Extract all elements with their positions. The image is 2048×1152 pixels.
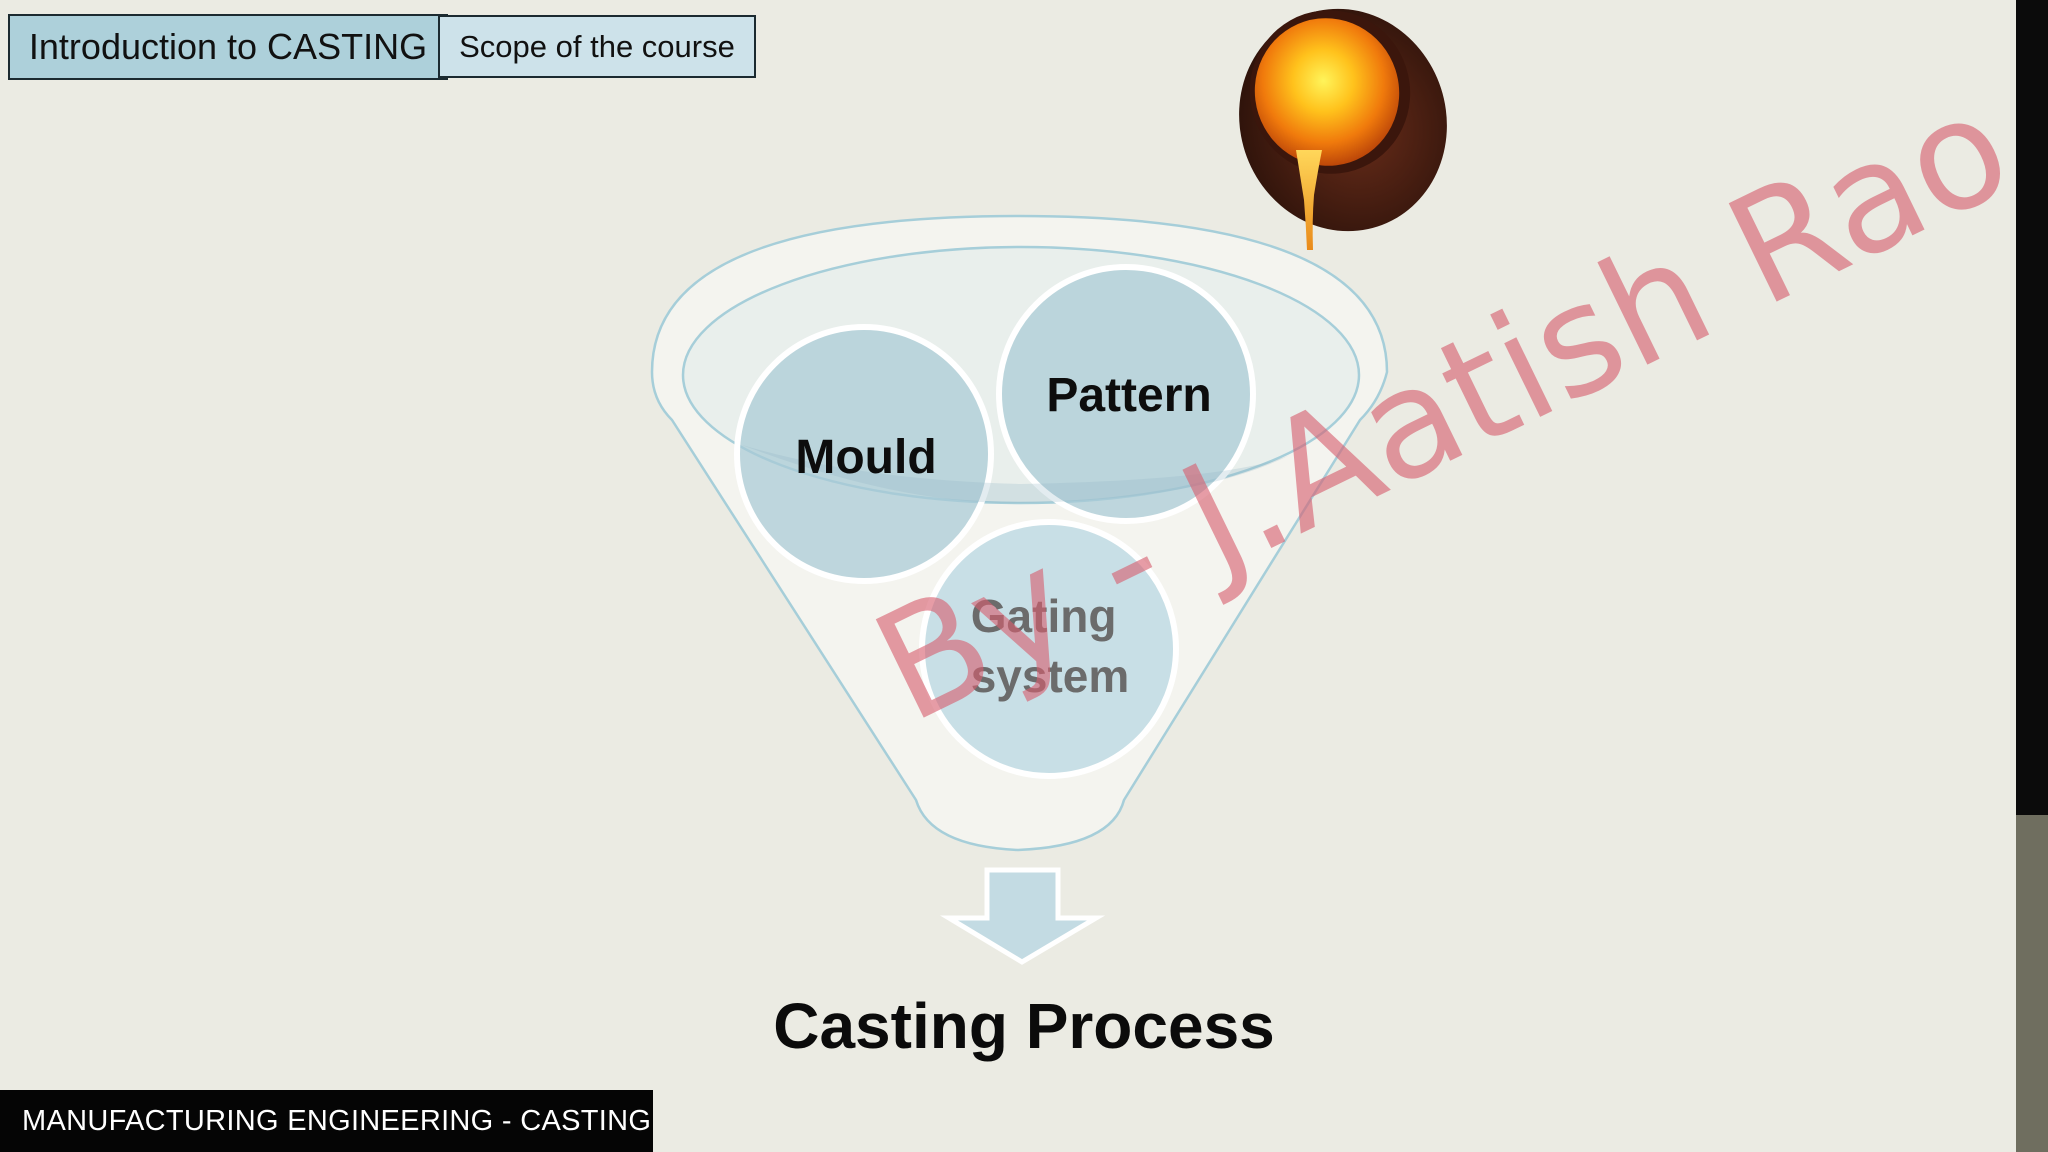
mould-circle: [734, 324, 994, 584]
mould-label: Mould: [795, 431, 936, 484]
pattern-circle: [996, 264, 1256, 524]
crucible-pouring-molten-metal-icon: [1239, 8, 1447, 250]
output-label: Casting Process: [773, 990, 1275, 1062]
pattern-label: Pattern: [1046, 369, 1211, 422]
breadcrumb-title-label: Introduction to CASTING: [28, 26, 428, 67]
gating-system-label-line-1: Gating: [971, 590, 1117, 642]
footer: MANUFACTURING ENGINEERING - CASTING: [0, 1090, 653, 1152]
breadcrumb-subtitle-label: Scope of the course: [459, 28, 735, 64]
gating-system-label: Gating system: [971, 590, 1130, 702]
arrow-down-icon: [940, 867, 1106, 965]
breadcrumb-subtitle: Scope of the course: [438, 15, 756, 78]
footer-label: MANUFACTURING ENGINEERING - CASTING: [22, 1104, 652, 1137]
breadcrumb-title: Introduction to CASTING: [8, 14, 448, 80]
gating-system-label-line-2: system: [971, 650, 1130, 702]
gating-system-circle: [919, 519, 1179, 779]
right-edge-accent: [2016, 815, 2048, 1152]
